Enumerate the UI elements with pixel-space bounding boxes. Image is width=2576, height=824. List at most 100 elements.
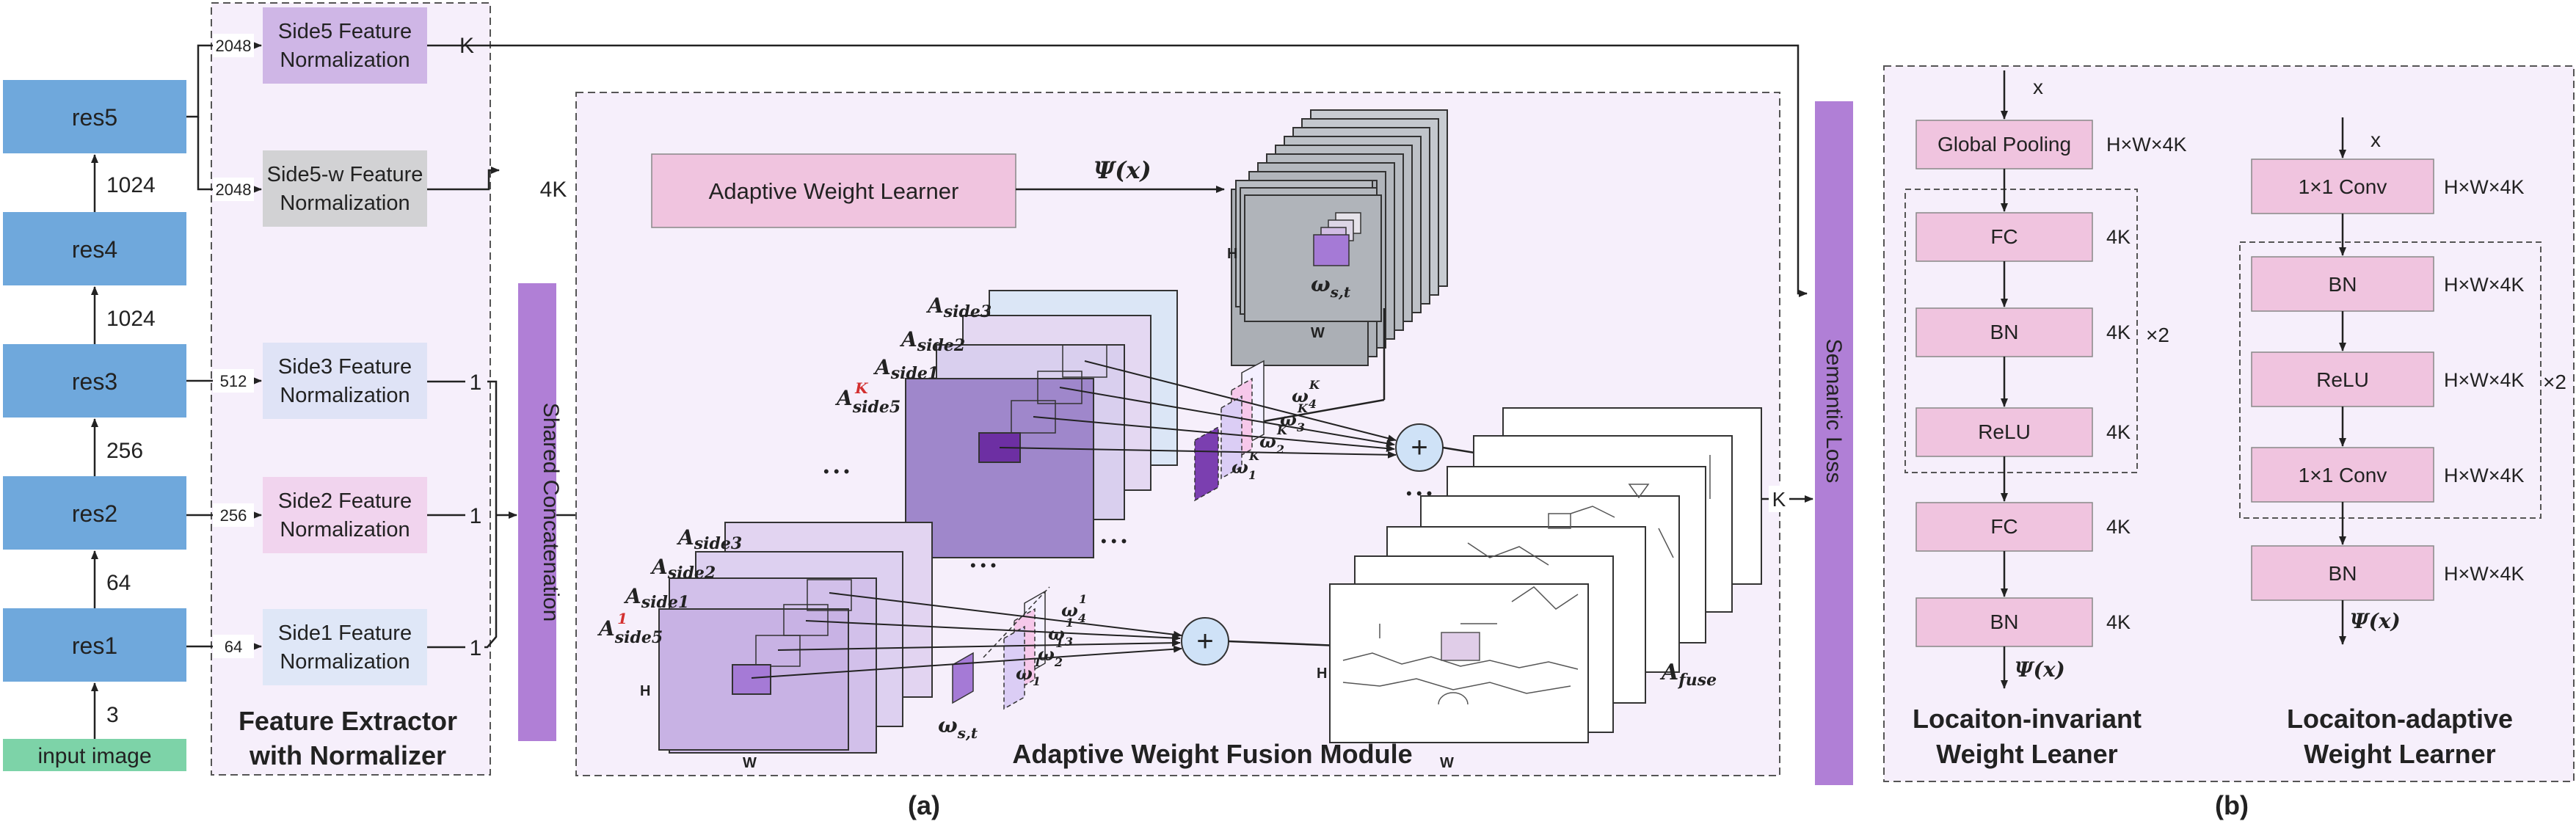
side2-normalization-box — [263, 477, 427, 553]
invariant-dim-4: 4K — [2106, 516, 2131, 538]
side5-line1: Side5 Feature — [278, 20, 412, 43]
weight-map-stack — [1231, 109, 1448, 366]
side5w-line1: Side5-w Feature — [267, 163, 423, 186]
adaptive-dim-3: H×W×4K — [2444, 464, 2525, 486]
res1-label: res1 — [72, 632, 117, 659]
invariant-block-label-3: ReLU — [1978, 420, 2031, 443]
fusion-module: Adaptive Weight Learner Ψ(x) ωs,t H — [575, 92, 1813, 776]
omega-st-label: ωs,t — [938, 713, 978, 742]
side5-line2: Normalization — [280, 48, 410, 72]
caption-b: (b) — [2215, 790, 2249, 820]
ellipsis-2: • • • — [1101, 532, 1127, 550]
feature-extractor: 2048 2048 512 256 64 Side5 Feature Norma… — [186, 2, 491, 776]
adaptive-dashed-group — [2239, 241, 2542, 519]
side3-normalization-box — [263, 343, 427, 419]
invariant-dim-5: 4K — [2106, 611, 2131, 633]
side1-out-channels: 1 — [470, 636, 482, 660]
feature-extractor-title-line1: Feature Extractor — [239, 706, 457, 736]
side1-line2: Normalization — [280, 650, 410, 674]
adaptive-title-line1: Locaiton-adaptive — [2287, 704, 2513, 734]
adaptive-block-label-0: 1×1 Conv — [2299, 175, 2387, 198]
a-side3-k-label: Aside3 — [925, 293, 992, 321]
channels-64: 64 — [106, 571, 131, 595]
adaptive-x: x — [2371, 128, 2381, 151]
panel-b: x ×2 Global Pooling H×W×4K FC 4K BN 4K R… — [1883, 65, 2575, 782]
weight-map-h-label: H — [1227, 246, 1237, 262]
invariant-dim-1: 4K — [2106, 226, 2131, 248]
side5-normalization-box — [263, 7, 427, 84]
weight-map-omega: ωs,t — [1311, 272, 1351, 301]
edge-map-w-label: W — [1440, 755, 1454, 771]
fused-edge-maps — [1329, 407, 1762, 743]
location-invariant-learner: x ×2 Global Pooling H×W×4K FC 4K BN 4K R… — [1904, 70, 2187, 769]
a-side5-1-label: Aside51 — [597, 610, 663, 647]
invariant-times2: ×2 — [2146, 324, 2169, 346]
input-image-label: input image — [37, 744, 151, 768]
side1-in-channels: 64 — [225, 638, 242, 656]
shared-concatenation-label: Shared Concatenation — [539, 403, 563, 622]
side3-line1: Side3 Feature — [278, 355, 412, 379]
backbone: input image res1 res2 res3 res4 res5 3 6… — [3, 80, 186, 771]
side3-line2: Normalization — [280, 384, 410, 407]
res1-box — [3, 608, 186, 682]
adaptive-weight-learner-box — [651, 153, 1016, 228]
res4-label: res4 — [72, 236, 117, 263]
ellipsis-1: • • • — [823, 462, 849, 481]
edge-map-sketch — [1342, 455, 1711, 705]
invariant-psi: Ψ(x) — [2015, 657, 2065, 682]
invariant-dashed-group — [1904, 189, 2138, 473]
adaptive-block-conv-2 — [2251, 447, 2434, 503]
a-fuse-label: Afuse — [1659, 660, 1717, 690]
fusion-module-title: Adaptive Weight Fusion Module — [1012, 739, 1412, 769]
res4-box — [3, 212, 186, 285]
fusion-plus-k-symbol: + — [1411, 431, 1427, 464]
adaptive-times2: ×2 — [2543, 371, 2566, 393]
invariant-dim-3: 4K — [2106, 421, 2131, 443]
res2-label: res2 — [72, 500, 117, 527]
invariant-dim-0: H×W×4K — [2106, 134, 2187, 156]
semantic-loss-bar — [1815, 101, 1853, 785]
semantic-loss-label: Semantic Loss — [1822, 339, 1846, 484]
shared-concatenation: 1 1 1 Shared Concatenation 4K — [427, 283, 633, 741]
semantic-loss: Semantic Loss — [1815, 101, 1853, 785]
adaptive-title-line2: Weight Learner — [2304, 739, 2495, 769]
side2-line2: Normalization — [280, 518, 410, 542]
adaptive-block-label-2: ReLU — [2316, 368, 2369, 391]
res3-box — [3, 344, 186, 418]
side5-in-channels: 2048 — [216, 37, 252, 55]
feature-stack-1 — [658, 522, 933, 754]
invariant-title-line1: Locaiton-invariant — [1913, 704, 2142, 734]
invariant-block-fc-1 — [1915, 212, 2093, 262]
feature-stack-k — [905, 290, 1178, 558]
channels-256: 256 — [106, 439, 143, 463]
adaptive-block-label-1: BN — [2329, 273, 2357, 296]
psi-label: Ψ(x) — [1094, 156, 1151, 184]
channels-1024-a: 1024 — [106, 307, 156, 331]
invariant-block-label-0: Global Pooling — [1938, 133, 2071, 156]
side2-in-channels: 256 — [220, 506, 247, 525]
side3-in-channels: 512 — [220, 372, 247, 390]
fusion-plus-1-symbol: + — [1196, 625, 1213, 657]
adaptive-block-label-4: BN — [2329, 562, 2357, 585]
side5w-out-4k: 4K — [540, 178, 567, 202]
adaptive-dim-2: H×W×4K — [2444, 369, 2525, 391]
fused-out-k: K — [1772, 488, 1786, 511]
adaptive-psi: Ψ(x) — [2350, 609, 2401, 633]
invariant-dim-2: 4K — [2106, 321, 2131, 343]
adaptive-block-label-3: 1×1 Conv — [2299, 464, 2387, 486]
stack-1-w-label: W — [743, 755, 757, 771]
weight-map-w-label: W — [1311, 325, 1325, 341]
adaptive-dim-0: H×W×4K — [2444, 176, 2525, 198]
side2-out-channels: 1 — [470, 504, 482, 528]
location-adaptive-learner: x ×2 1×1 Conv H×W×4K BN H×W×4K ReLU H×W×… — [2239, 117, 2566, 769]
caption-a: (a) — [908, 790, 940, 820]
a-side2-k-label: Aside2 — [899, 327, 965, 355]
side2-line1: Side2 Feature — [278, 489, 412, 513]
side5-connections: K 4K — [427, 34, 1808, 297]
adaptive-block-bn-1 — [2251, 256, 2434, 312]
adaptive-dim-4: H×W×4K — [2444, 563, 2525, 585]
side5w-normalization-box — [263, 150, 427, 227]
side5w-in-channels: 2048 — [216, 181, 252, 199]
invariant-block-label-4: FC — [1990, 515, 2017, 538]
